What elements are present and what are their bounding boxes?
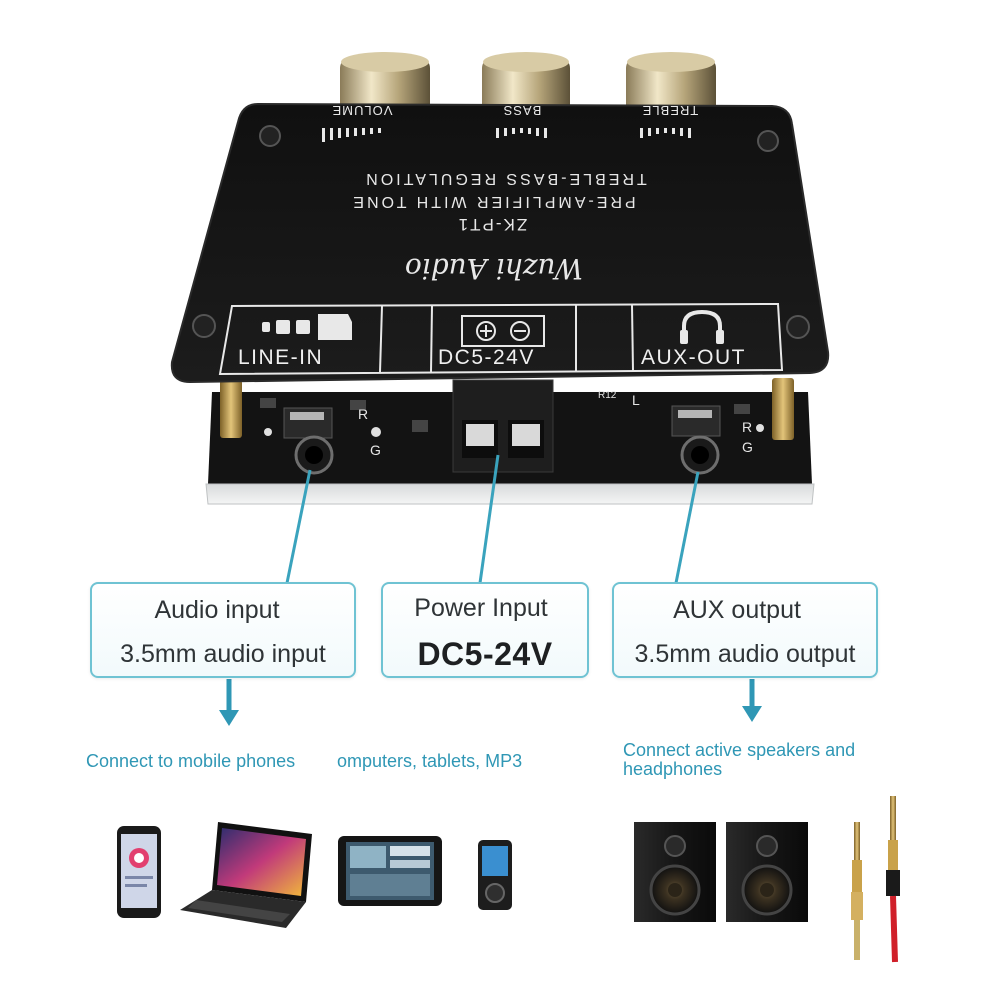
pad [264,428,272,436]
pcb-mark: R [358,406,368,422]
caption-line: Connect active speakers and [623,741,856,760]
pointer-line [674,471,700,584]
pointer-lines [285,454,700,584]
pad [371,427,381,437]
laptop-icon [180,822,312,928]
pad [756,424,764,432]
knob-label-bass: BASS [503,103,542,118]
standoff [772,378,794,440]
knob-label-volume: VOLUME [332,103,393,118]
line-in-jack [283,407,334,475]
level-ticks [322,128,691,142]
callout-detail: DC5-24V [417,636,553,672]
speaker-icon [726,822,808,922]
port-label-line-in: LINE-IN [238,346,323,369]
callout-power-input: Power Input DC5-24V [381,582,589,678]
caption-line: headphones [623,759,723,779]
audio-jack-cable-icon [886,796,900,963]
caption-connect-devices: Connect to mobile phones [86,751,296,771]
arrow-down-icon [219,710,239,726]
model-number: ZK-PT1 [457,215,528,234]
arrow-down-icon [742,706,762,722]
pcb-silkscreen: R G L R G R12 [358,390,753,458]
dc-plus-minus-symbol [461,315,545,347]
screw [259,125,281,147]
callout-detail: 3.5mm audio output [634,640,856,668]
smd-component [350,400,366,410]
callout-detail: 3.5mm audio input [120,640,326,668]
callout-audio-input: Audio input 3.5mm audio input [90,582,356,678]
smd-component [734,404,750,414]
screw [757,130,779,152]
phone-icon [117,826,161,918]
down-arrows [219,679,762,726]
port-labels: LINE-IN DC5-24V AUX-OUT [238,346,746,369]
aux-out-jack [671,405,721,475]
caption-connect-speakers: Connect active speakers and headphones [623,741,855,779]
smd-component [260,398,276,408]
callout-aux-output: AUX output 3.5mm audio output [612,582,878,678]
screws [192,125,810,339]
headphones-icon [680,309,724,344]
standoff [220,380,242,438]
callout-title: Power Input [414,594,548,622]
smd-component [412,420,428,432]
pcb-mark: G [370,442,381,458]
screw [192,314,216,338]
mp3-player-icon [478,840,512,910]
pointer-line [478,454,500,584]
port-frames [218,302,784,376]
brand-script: Wuzhi Audio [405,252,583,285]
panel-title-line1: TREBLE-BASS REGULATION [363,170,647,187]
pcb-mark: L [632,392,640,408]
pcb-mark: R12 [598,390,617,401]
line-in-symbol [262,314,352,340]
top-panel [170,102,830,384]
audio-jack-cable-icon [851,822,863,960]
pcb-mark: G [742,439,753,455]
panel-printing: VOLUME BASS TREBLE TREBLE-BASS REGULATIO… [332,103,699,285]
panel-title-line2: PRE-AMPLIFIER WITH TONE [350,193,635,210]
callout-title: Audio input [154,596,280,624]
power-terminal-block [452,379,554,473]
callout-title: AUX output [673,596,801,624]
tablet-icon [338,836,442,906]
port-label-dc: DC5-24V [438,346,535,369]
speaker-icon [634,822,716,922]
pointer-line [285,469,312,584]
port-label-aux-out: AUX-OUT [641,346,746,369]
knob-label-treble: TREBLE [642,103,699,118]
caption-device-list: omputers, tablets, MP3 [337,751,523,771]
screw [786,315,810,339]
pcb-mark: R [742,419,752,435]
